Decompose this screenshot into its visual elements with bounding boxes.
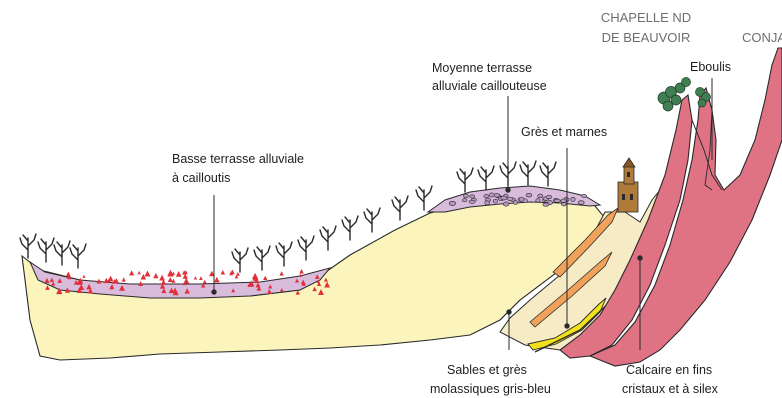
basse-terrasse-label-line2: à cailloutis bbox=[172, 171, 230, 185]
pebble-icon bbox=[153, 273, 158, 278]
pebble-icon bbox=[263, 276, 267, 280]
pebble-icon bbox=[494, 193, 499, 197]
vine-icon bbox=[20, 234, 36, 258]
pebble-icon bbox=[176, 271, 182, 277]
sables-label-line1: Sables et grès bbox=[447, 363, 527, 377]
conjau-label: CONJAU bbox=[742, 30, 782, 45]
pebble-icon bbox=[503, 202, 509, 206]
pebble-icon bbox=[561, 199, 567, 203]
vine-icon bbox=[457, 168, 473, 192]
chapel-icon bbox=[618, 158, 638, 212]
pebble-icon bbox=[144, 270, 150, 276]
pebble-icon bbox=[538, 194, 543, 198]
moyenne-terrasse-label-line1: Moyenne terrasse bbox=[432, 61, 532, 75]
pebble-icon bbox=[470, 195, 475, 198]
pebble-icon bbox=[501, 196, 507, 200]
pebble-icon bbox=[138, 281, 143, 286]
pebble-icon bbox=[299, 269, 303, 273]
pebble-icon bbox=[536, 199, 541, 203]
eboulis-label: Eboulis bbox=[690, 60, 731, 74]
pebble-icon bbox=[199, 276, 203, 280]
pebble-icon bbox=[578, 201, 584, 205]
pebble-icon bbox=[519, 197, 524, 201]
pebble-icon bbox=[581, 194, 586, 197]
pebble-icon bbox=[548, 200, 553, 204]
vine-icon bbox=[364, 208, 380, 232]
pebble-icon bbox=[526, 193, 532, 197]
pebble-icon bbox=[489, 193, 494, 197]
pebble-icon bbox=[546, 195, 552, 198]
pebble-icon bbox=[279, 271, 283, 275]
vine-icon bbox=[70, 244, 86, 268]
pebble-icon bbox=[463, 194, 468, 198]
pebble-icon bbox=[561, 203, 566, 207]
vine-icon bbox=[54, 241, 70, 265]
vine-icon bbox=[478, 166, 494, 190]
pebble-icon bbox=[203, 280, 207, 284]
basse-terrasse-label-line1: Basse terrasse alluviale bbox=[172, 152, 304, 166]
pebble-icon bbox=[159, 275, 165, 281]
calcaire-label-line1: Calcaire en fins bbox=[626, 363, 712, 377]
vine-icon bbox=[520, 161, 536, 185]
pebble-icon bbox=[485, 201, 490, 205]
chapelle-label-line1: CHAPELLE ND bbox=[601, 10, 691, 25]
vine-icon bbox=[298, 236, 314, 260]
pebble-icon bbox=[571, 197, 576, 201]
sables-label-line2: molassiques gris-bleu bbox=[430, 382, 551, 396]
pebble-icon bbox=[236, 272, 240, 276]
pebble-icon bbox=[214, 277, 220, 283]
pebble-icon bbox=[484, 195, 489, 198]
vine-icon bbox=[38, 238, 54, 262]
pebble-icon bbox=[469, 200, 475, 203]
chapelle-label-line2: DE BEAUVOIR bbox=[602, 30, 691, 45]
vine-icon bbox=[342, 216, 358, 240]
pebble-icon bbox=[122, 277, 126, 281]
pebble-icon bbox=[129, 270, 134, 275]
moyenne-terrasse-label-line2: alluviale caillouteuse bbox=[432, 79, 547, 93]
vine-icon bbox=[392, 196, 408, 220]
calcaire-label-line2: cristaux et à silex bbox=[622, 382, 719, 396]
pebble-icon bbox=[554, 199, 560, 202]
pebble-icon bbox=[462, 199, 467, 202]
vine-icon bbox=[416, 186, 432, 210]
vine-icon bbox=[232, 248, 248, 272]
vine-icon bbox=[540, 162, 556, 186]
pebble-icon bbox=[221, 270, 225, 274]
pebble-icon bbox=[168, 277, 173, 282]
pebble-icon bbox=[449, 201, 455, 205]
pebble-icon bbox=[493, 199, 498, 203]
pebble-icon bbox=[194, 276, 197, 279]
pebble-icon bbox=[82, 275, 85, 278]
pebble-icon bbox=[507, 197, 513, 200]
pebble-icon bbox=[513, 201, 518, 205]
gres-marnes-label: Grès et marnes bbox=[521, 125, 607, 139]
vine-icon bbox=[276, 242, 292, 266]
pebble-icon bbox=[138, 271, 141, 274]
vine-icon bbox=[320, 226, 336, 250]
vine-icon bbox=[254, 246, 270, 270]
